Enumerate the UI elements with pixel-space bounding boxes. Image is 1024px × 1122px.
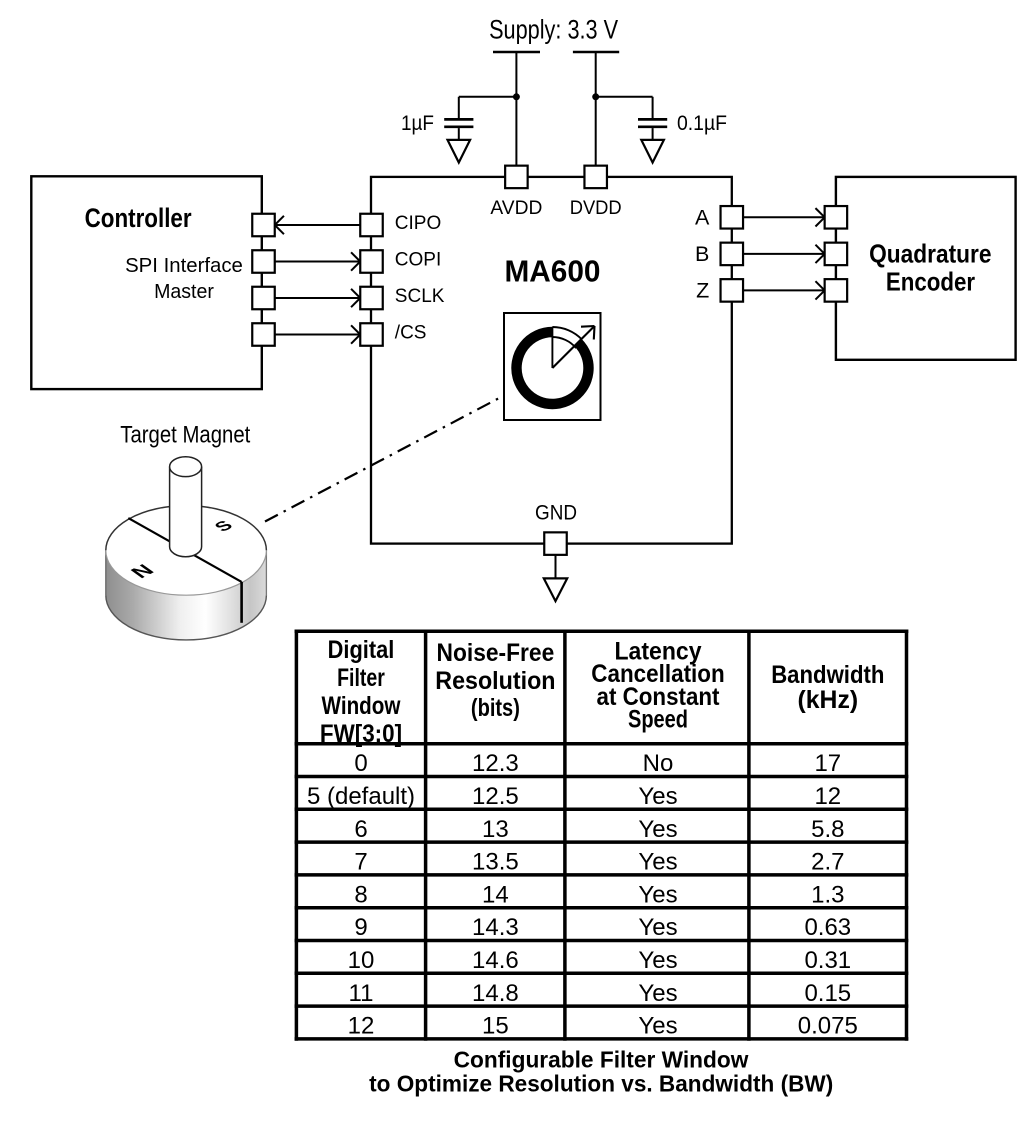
svg-text:8: 8 (354, 881, 367, 908)
svg-text:DVDD: DVDD (570, 198, 622, 219)
svg-text:B: B (695, 242, 709, 266)
svg-text:to Optimize Resolution vs. Ban: to Optimize Resolution vs. Bandwidth (BW… (369, 1071, 833, 1097)
svg-text:12.5: 12.5 (472, 783, 519, 810)
svg-text:12.3: 12.3 (472, 750, 519, 777)
svg-text:CIPO: CIPO (395, 213, 441, 234)
svg-text:Yes: Yes (638, 783, 677, 810)
svg-text:(kHz): (kHz) (798, 686, 859, 714)
svg-text:Speed: Speed (628, 706, 688, 734)
svg-text:1µF: 1µF (401, 112, 434, 135)
svg-text:Window: Window (322, 692, 401, 720)
svg-text:13.5: 13.5 (472, 849, 519, 876)
svg-text:0.63: 0.63 (804, 914, 851, 941)
svg-text:12: 12 (348, 1013, 375, 1040)
svg-text:Cancellation: Cancellation (591, 660, 724, 688)
svg-text:1.3: 1.3 (811, 881, 844, 908)
svg-text:Yes: Yes (638, 881, 677, 908)
svg-text:Yes: Yes (638, 980, 677, 1007)
svg-text:GND: GND (535, 502, 577, 525)
svg-text:Quadrature: Quadrature (869, 238, 991, 268)
svg-text:15: 15 (482, 1013, 509, 1040)
svg-text:Yes: Yes (638, 816, 677, 843)
svg-text:Master: Master (154, 281, 214, 303)
svg-text:12: 12 (814, 783, 841, 810)
svg-text:14.3: 14.3 (472, 914, 519, 941)
svg-text:Yes: Yes (638, 947, 677, 974)
svg-text:0: 0 (354, 750, 367, 777)
svg-text:5.8: 5.8 (811, 816, 844, 843)
svg-text:Controller: Controller (85, 203, 192, 233)
svg-text:6: 6 (354, 816, 367, 843)
svg-text:Z: Z (696, 278, 709, 302)
svg-text:at Constant: at Constant (597, 683, 721, 711)
svg-text:COPI: COPI (395, 250, 441, 271)
svg-text:SCLK: SCLK (395, 286, 445, 307)
svg-text:AVDD: AVDD (490, 198, 542, 219)
svg-text:No: No (643, 750, 674, 777)
svg-text:14: 14 (482, 881, 509, 908)
svg-text:Yes: Yes (638, 914, 677, 941)
svg-text:Yes: Yes (638, 1013, 677, 1040)
svg-text:FW[3:0]: FW[3:0] (320, 720, 402, 748)
svg-text:SPI Interface: SPI Interface (125, 255, 243, 277)
svg-text:14.8: 14.8 (472, 980, 519, 1007)
svg-text:Resolution: Resolution (435, 667, 555, 695)
svg-text:11: 11 (349, 980, 374, 1007)
svg-text:14.6: 14.6 (472, 947, 519, 974)
svg-text:Bandwidth: Bandwidth (771, 661, 884, 689)
svg-text:2.7: 2.7 (811, 849, 844, 876)
svg-text:Encoder: Encoder (886, 267, 975, 297)
svg-text:Noise-Free: Noise-Free (437, 639, 555, 667)
svg-text:Filter: Filter (337, 664, 385, 692)
svg-text:0.31: 0.31 (804, 947, 851, 974)
svg-text:MA600: MA600 (505, 254, 601, 288)
svg-text:7: 7 (354, 849, 367, 876)
svg-text:Target Magnet: Target Magnet (120, 422, 250, 449)
svg-text:13: 13 (482, 816, 509, 843)
svg-text:Latency: Latency (615, 638, 702, 666)
svg-text:Yes: Yes (638, 849, 677, 876)
svg-text:0.15: 0.15 (804, 980, 851, 1007)
svg-text:(bits): (bits) (471, 694, 520, 722)
svg-text:0.1µF: 0.1µF (677, 112, 727, 135)
svg-text:10: 10 (348, 947, 375, 974)
svg-text:/CS: /CS (395, 323, 427, 344)
svg-text:5 (default): 5 (default) (307, 783, 415, 810)
svg-text:0.075: 0.075 (798, 1013, 858, 1040)
svg-text:A: A (695, 205, 710, 229)
svg-text:Configurable Filter Window: Configurable Filter Window (454, 1047, 749, 1073)
svg-text:17: 17 (814, 750, 841, 777)
svg-text:Digital: Digital (328, 636, 395, 664)
svg-text:9: 9 (354, 914, 367, 941)
svg-text:Supply: 3.3 V: Supply: 3.3 V (489, 14, 618, 44)
